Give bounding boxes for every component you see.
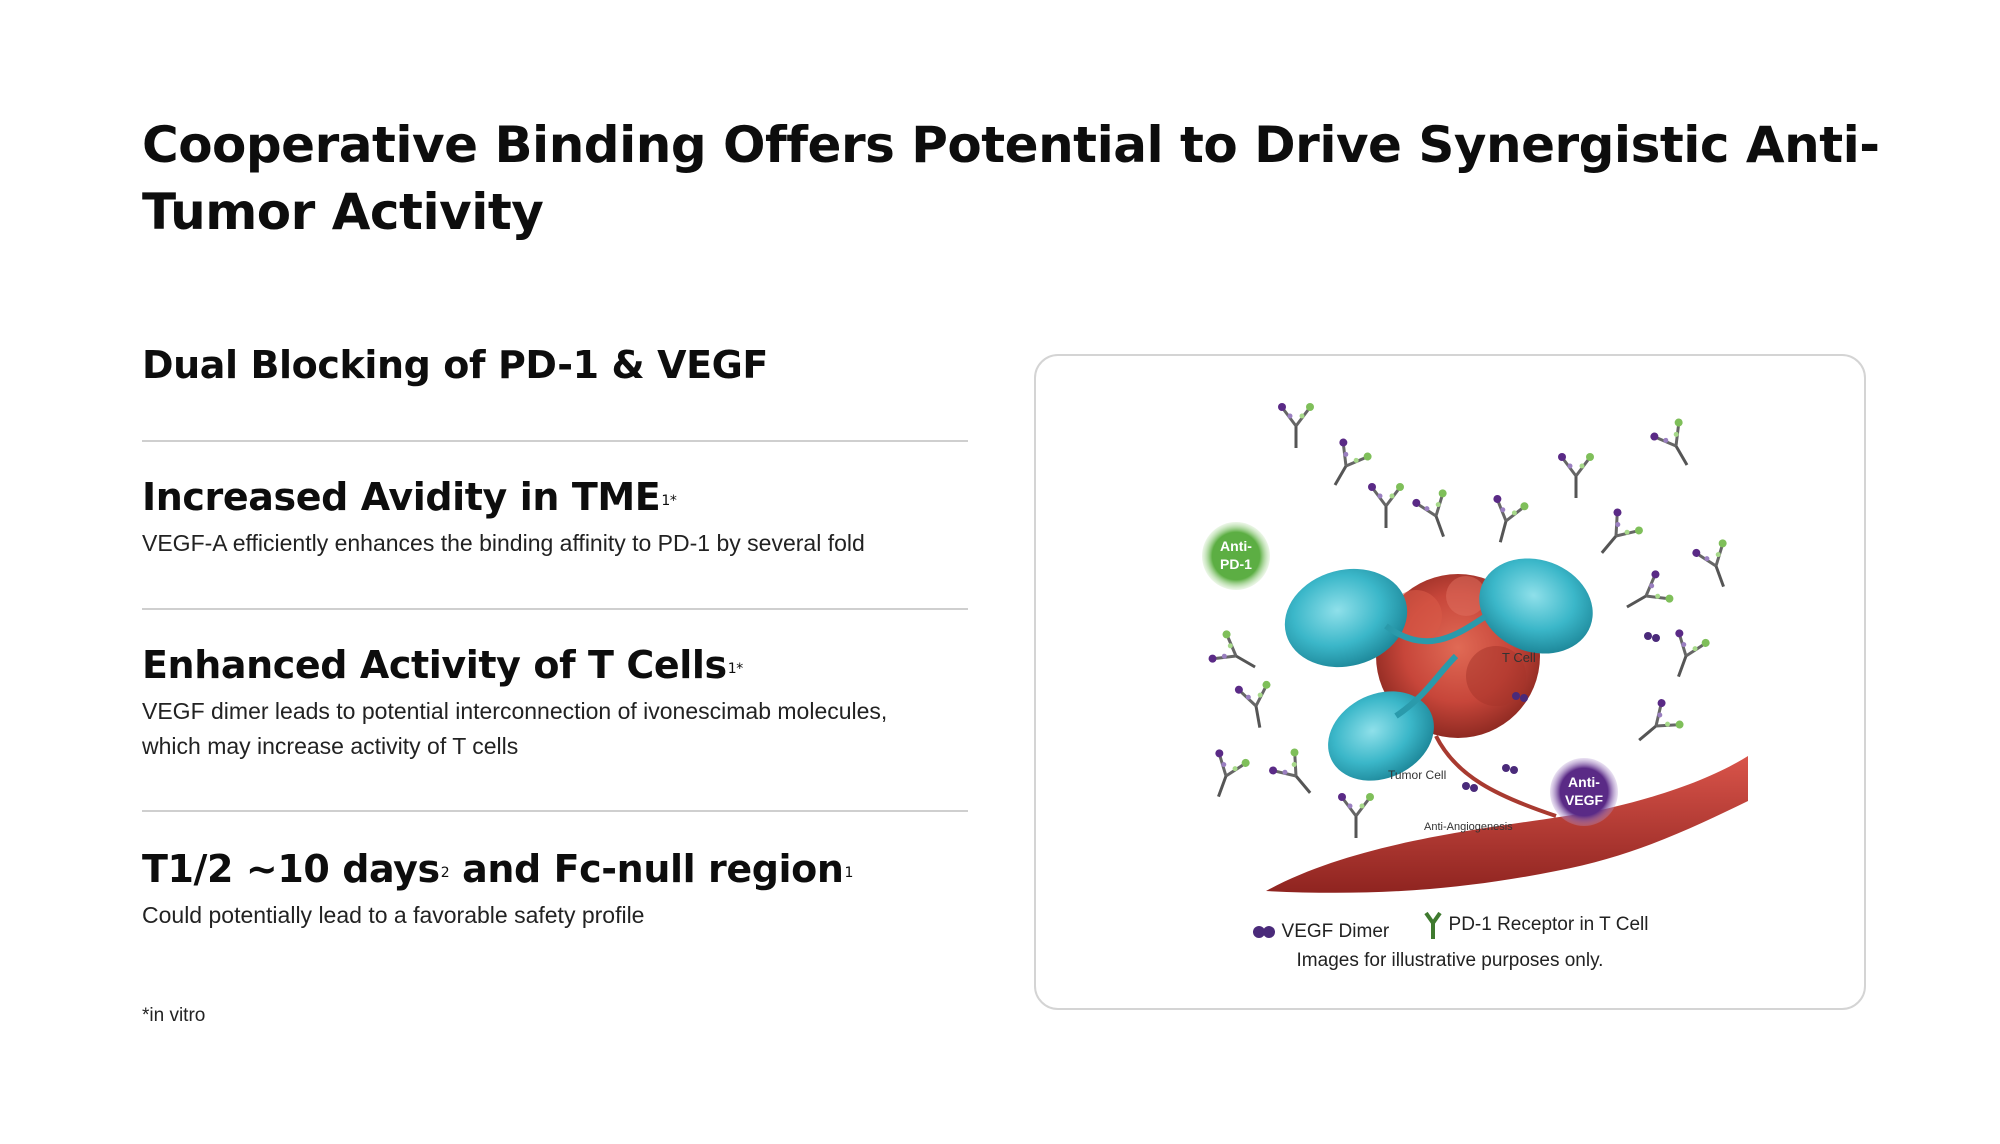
footnote: *in vitro	[142, 1005, 206, 1026]
vessel-branch	[1434, 735, 1557, 818]
feature-description: Could potentially lead to a favorable sa…	[142, 902, 645, 928]
footnote-ref: 2	[440, 865, 450, 881]
footnote-ref: 1*	[661, 493, 677, 509]
divider	[142, 810, 968, 812]
t-cell-label: T Cell	[1502, 650, 1536, 665]
feature-heading: Enhanced Activity of T Cells1*	[142, 643, 744, 687]
legend-item-vegf-dimer: VEGF Dimer	[1252, 921, 1389, 943]
illustration-card: Anti- PD-1 Anti- VEGF T Cell Tumor Cell …	[1034, 354, 1866, 1010]
svg-text:PD-1: PD-1	[1220, 556, 1252, 572]
t-cell	[1284, 558, 1593, 781]
feature-increased-avidity: Increased Avidity in TME1* VEGF-A effici…	[142, 474, 968, 561]
feature-description: VEGF-A efficiently enhances the binding …	[142, 530, 865, 556]
divider	[142, 440, 968, 442]
anti-angiogenesis-label: Anti-Angiogenesis	[1424, 821, 1513, 833]
blood-vessel	[1266, 756, 1748, 893]
feature-dual-blocking: Dual Blocking of PD-1 & VEGF	[142, 342, 968, 388]
feature-heading: Dual Blocking of PD-1 & VEGF	[142, 343, 768, 387]
legend-item-pd1-receptor: PD-1 Receptor in T Cell	[1423, 911, 1648, 939]
page-title: Cooperative Binding Offers Potential to …	[142, 116, 1880, 241]
feature-description: VEGF dimer leads to potential interconne…	[142, 698, 888, 759]
feature-half-life: T1/2 ~10 days2 and Fc-null region1 Could…	[142, 846, 968, 933]
vegf-dimer-icon	[1252, 926, 1275, 938]
svg-text:Anti-: Anti-	[1568, 774, 1600, 790]
svg-text:VEGF: VEGF	[1565, 792, 1604, 808]
vegf-dimer-group	[1462, 632, 1660, 792]
anti-pd1-badge: Anti- PD-1	[1202, 522, 1270, 590]
feature-heading: Increased Avidity in TME1*	[142, 475, 677, 519]
mechanism-illustration: Anti- PD-1 Anti- VEGF T Cell Tumor Cell …	[1200, 401, 1748, 893]
footnote-ref: 1*	[727, 661, 744, 677]
divider	[142, 608, 968, 610]
pd1-receptor-icon	[1423, 911, 1442, 939]
tumor-cell-label: Tumor Cell	[1388, 768, 1446, 782]
feature-heading: T1/2 ~10 days2 and Fc-null region1	[142, 847, 854, 891]
feature-enhanced-activity: Enhanced Activity of T Cells1* VEGF dime…	[142, 642, 968, 764]
figure-legend: VEGF Dimer PD-1 Receptor in T Cell	[1036, 911, 1864, 945]
anti-vegf-badge: Anti- VEGF	[1550, 758, 1618, 826]
svg-text:Anti-: Anti-	[1220, 538, 1252, 554]
footnote-ref: 1	[844, 865, 854, 881]
figure-caption: Images for illustrative purposes only.	[1296, 950, 1604, 971]
